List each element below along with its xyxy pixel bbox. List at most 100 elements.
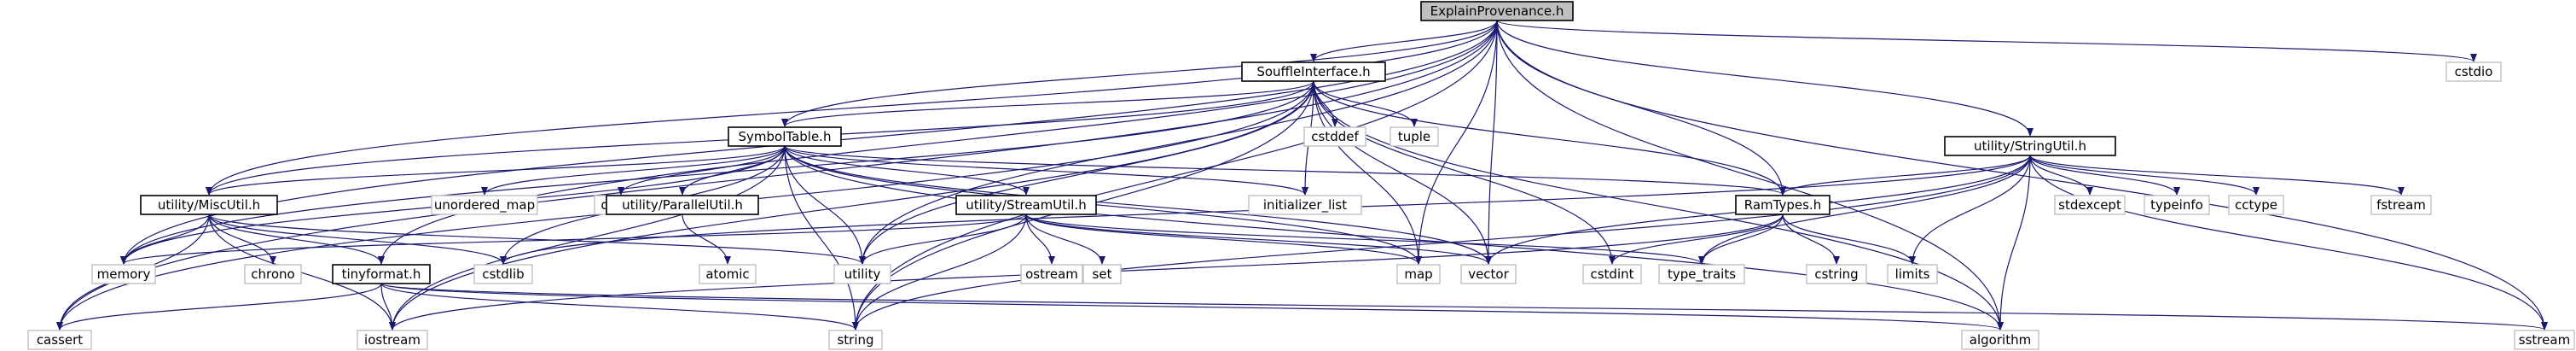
node-utility-box — [833, 264, 891, 284]
edge-miscutil-to-chrono — [208, 214, 276, 265]
node-cstdint: cstdint — [1582, 264, 1642, 284]
node-ostream: ostream — [1020, 264, 1083, 284]
node-cstdio-box — [2445, 61, 2502, 82]
edge-souffle-to-ramtypes — [1313, 80, 1786, 196]
node-algorithm-label: algorithm — [1970, 332, 2031, 348]
edge-streamutil-to-set — [1025, 214, 1105, 265]
edge-root-to-ramtypes — [1496, 20, 1786, 196]
node-iostream-label: iostream — [364, 332, 421, 348]
node-cstdint-box — [1582, 264, 1642, 284]
node-ramtypes[interactable]: RamTypes.h — [1735, 195, 1830, 215]
edge-symboltable-to-map — [784, 145, 1422, 265]
node-cctype-box — [2228, 195, 2284, 215]
edge-streamutil-to-string — [852, 214, 1027, 331]
node-string-label: string — [837, 332, 873, 348]
node-ostream-box — [1020, 264, 1083, 284]
node-limits-box — [1887, 264, 1938, 284]
edge-symboltable-to-utility — [784, 145, 866, 265]
edge-stringutil-to-algorithm — [1997, 155, 2031, 331]
node-cctype-label: cctype — [2235, 197, 2277, 213]
edge-miscutil-to-tinyformat — [208, 214, 385, 265]
edge-souffle-to-algorithm — [1313, 80, 2004, 331]
node-fstream-box — [2370, 195, 2432, 215]
node-type_traits-box — [1658, 264, 1745, 284]
node-ostream-label: ostream — [1025, 266, 1078, 282]
edge-symboltable-to-streamutil — [784, 145, 1030, 196]
node-atomic-label: atomic — [705, 266, 749, 282]
edge-tinyformat-to-iostream — [380, 283, 396, 331]
edge-stringutil-to-fstream — [2029, 155, 2405, 196]
node-map-label: map — [1404, 266, 1432, 282]
node-cstring-label: cstring — [1814, 266, 1858, 282]
node-stdexcept-box — [2054, 195, 2126, 215]
node-atomic-box — [699, 264, 757, 284]
node-cstring-box — [1806, 264, 1867, 284]
node-iostream: iostream — [357, 330, 428, 350]
edge-root-to-string — [852, 20, 1498, 331]
node-cstdint-label: cstdint — [1590, 266, 1633, 282]
node-cstdlib-label: cstdlib — [482, 266, 524, 282]
node-stringutil-label: utility/StringUtil.h — [1974, 138, 2086, 154]
node-sstream-box — [2514, 330, 2575, 350]
node-memory: memory — [91, 264, 156, 284]
edge-streamutil-to-memory — [120, 214, 1027, 265]
node-iostream-box — [357, 330, 428, 350]
node-souffle-label: SouffleInterface.h — [1256, 64, 1370, 79]
edge-streamutil-to-ostream — [1025, 214, 1055, 265]
edge-ramtypes-to-cstring — [1782, 214, 1840, 265]
node-cassert-label: cassert — [37, 332, 83, 348]
node-initializer_list-box — [1248, 195, 1362, 215]
edge-tinyformat-to-sstream — [380, 283, 2548, 331]
edge-souffle-to-symboltable — [781, 80, 1314, 127]
node-type_traits-label: type_traits — [1668, 266, 1736, 283]
node-ramtypes-box — [1735, 195, 1830, 215]
edge-tinyformat-to-algorithm — [380, 283, 2004, 331]
node-parallelutil[interactable]: utility/ParallelUtil.h — [606, 195, 759, 215]
node-parallelutil-box — [606, 195, 759, 215]
node-tinyformat[interactable]: tinyformat.h — [332, 264, 431, 284]
node-cstdlib: cstdlib — [473, 264, 533, 284]
node-stdexcept: stdexcept — [2054, 195, 2126, 215]
edge-root-to-algorithm — [1496, 20, 2004, 331]
node-streamutil-box — [955, 195, 1097, 215]
edge-miscutil-to-utility — [208, 214, 866, 265]
node-miscutil[interactable]: utility/MiscUtil.h — [140, 195, 278, 215]
edge-symboltable-to-deque — [618, 145, 786, 196]
node-fstream-label: fstream — [2376, 197, 2426, 213]
edge-symboltable-to-ramtypes — [784, 145, 1786, 196]
node-symboltable-box — [728, 126, 842, 147]
node-miscutil-label: utility/MiscUtil.h — [158, 197, 260, 213]
edge-ramtypes-to-cstdint — [1609, 214, 1784, 265]
node-memory-label: memory — [97, 266, 151, 282]
node-streamutil[interactable]: utility/StreamUtil.h — [955, 195, 1097, 215]
edge-symboltable-to-miscutil — [206, 145, 786, 196]
node-symboltable[interactable]: SymbolTable.h — [728, 126, 842, 147]
edge-symboltable-to-algorithm — [784, 145, 2004, 331]
edge-tinyformat-to-string — [380, 283, 859, 331]
node-utility: utility — [833, 264, 891, 284]
node-tinyformat-label: tinyformat.h — [342, 266, 421, 282]
node-cstdio-label: cstdio — [2455, 64, 2493, 79]
node-unordered_map-box — [431, 195, 538, 215]
node-souffle[interactable]: SouffleInterface.h — [1241, 61, 1386, 82]
edge-root-to-cstdio — [1496, 20, 2477, 62]
edge-symboltable-to-initializer_list — [784, 145, 1308, 196]
edge-stringutil-to-typeinfo — [2029, 155, 2180, 196]
edge-stringutil-to-sstream — [2029, 155, 2548, 331]
edge-miscutil-to-memory — [120, 214, 210, 265]
edge-ramtypes-to-type_traits — [1698, 214, 1784, 265]
node-cstddef: cstddef — [1303, 126, 1366, 147]
node-cassert: cassert — [27, 330, 92, 350]
node-tuple: tuple — [1390, 126, 1439, 147]
edges-layer — [56, 20, 2548, 331]
node-stringutil[interactable]: utility/StringUtil.h — [1944, 136, 2116, 156]
node-chrono-label: chrono — [251, 266, 294, 282]
node-root[interactable]: ExplainProvenance.h — [1420, 1, 1574, 21]
edge-stringutil-to-ramtypes — [1779, 155, 2031, 196]
node-limits-label: limits — [1895, 266, 1930, 282]
node-memory-box — [91, 264, 156, 284]
edge-stringutil-to-limits — [1909, 155, 2031, 265]
edge-tinyformat-to-cassert — [56, 283, 382, 331]
edge-root-to-utility — [859, 20, 1498, 265]
